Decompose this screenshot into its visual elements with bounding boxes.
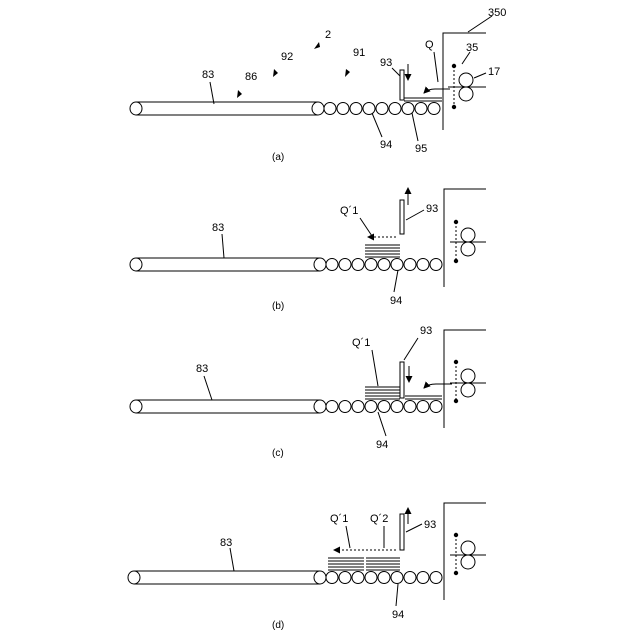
roller-row: [326, 259, 442, 271]
label-17: 17: [488, 66, 500, 78]
conveyor-roller-83: [128, 571, 326, 584]
caption-d: (d): [272, 620, 284, 631]
label-91: 91: [353, 47, 365, 59]
label-Q1-b: Q´1: [340, 205, 358, 217]
sheet-stack-Q1: [365, 387, 400, 399]
sheet-stack-Q2: [366, 558, 400, 570]
conveyor-roller-83: [130, 258, 326, 271]
label-94-b: 94: [390, 295, 402, 307]
roller-row: [326, 401, 442, 413]
caption-c: (c): [272, 448, 284, 459]
sheet-feed-arrow: [424, 384, 452, 388]
conveyor-roller-83: [130, 400, 326, 413]
sheet-feed-arrow: [424, 89, 450, 93]
feed-rollers-17: [450, 360, 486, 403]
label-83-a: 83: [202, 69, 214, 81]
panel-b: 83 Q´1 93 94 (b): [130, 188, 486, 312]
caption-b: (b): [272, 301, 284, 312]
label-93-c: 93: [420, 325, 432, 337]
panel-a: 2 92 91 86 83 93 94 95 Q 35 17 350 (a): [130, 7, 506, 163]
feed-rollers-17: [450, 220, 486, 263]
label-94-c: 94: [376, 439, 388, 451]
label-Q1-c: Q´1: [352, 337, 370, 349]
panel-c: 83 Q´1 93 94 (c): [130, 325, 486, 459]
label-Q2-d: Q´2: [370, 513, 388, 525]
label-93-d: 93: [424, 519, 436, 531]
stopper-93: [400, 70, 404, 100]
label-2: 2: [325, 29, 331, 41]
roller-row: [324, 103, 440, 115]
label-94-d: 94: [392, 609, 404, 621]
label-95: 95: [415, 143, 427, 155]
sheet-stack-95: [404, 98, 442, 101]
roller-row: [326, 572, 442, 584]
stopper-93: [400, 200, 404, 234]
label-86: 86: [245, 71, 257, 83]
label-350: 350: [488, 7, 506, 19]
new-sheet-stack: [405, 396, 442, 399]
conveyor-roller-83: [130, 102, 324, 115]
label-94-a: 94: [380, 139, 392, 151]
label-Q1-d: Q´1: [330, 513, 348, 525]
feed-rollers-17: [450, 533, 486, 575]
label-Q: Q: [425, 39, 434, 51]
label-83-c: 83: [196, 363, 208, 375]
sheet-stack-Q1: [365, 245, 400, 257]
panel-d: 83 Q´1 Q´2 93 94 (d): [128, 503, 486, 631]
caption-a: (a): [272, 152, 284, 163]
label-93-a: 93: [380, 57, 392, 69]
label-83-b: 83: [212, 222, 224, 234]
label-92: 92: [281, 51, 293, 63]
stopper-93: [400, 362, 404, 398]
stopper-93: [400, 514, 404, 550]
label-83-d: 83: [220, 537, 232, 549]
feed-rollers-17: [448, 64, 486, 109]
sheet-stack-Q1: [328, 558, 364, 570]
label-93-b: 93: [426, 203, 438, 215]
label-35: 35: [466, 42, 478, 54]
